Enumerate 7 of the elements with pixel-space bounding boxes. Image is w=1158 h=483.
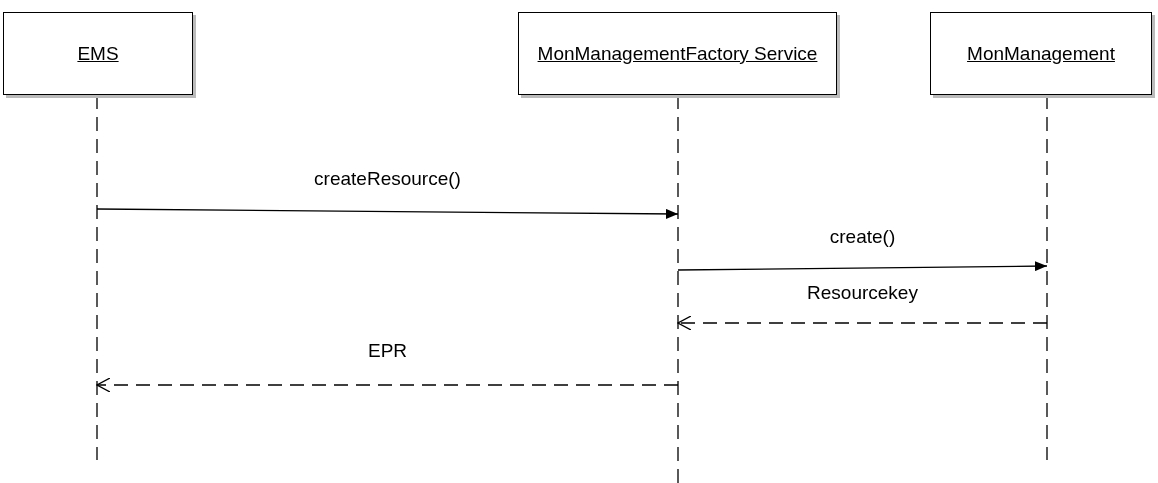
- participant-name: EMS: [77, 41, 119, 66]
- return-message-arrow: [96, 377, 679, 393]
- return-message-arrow: [677, 315, 1048, 331]
- participant-name: MonManagementFactory Service: [537, 41, 818, 66]
- message-arrow: [96, 208, 679, 219]
- message-arrow: [677, 261, 1048, 272]
- participant-name: MonManagement: [967, 41, 1115, 66]
